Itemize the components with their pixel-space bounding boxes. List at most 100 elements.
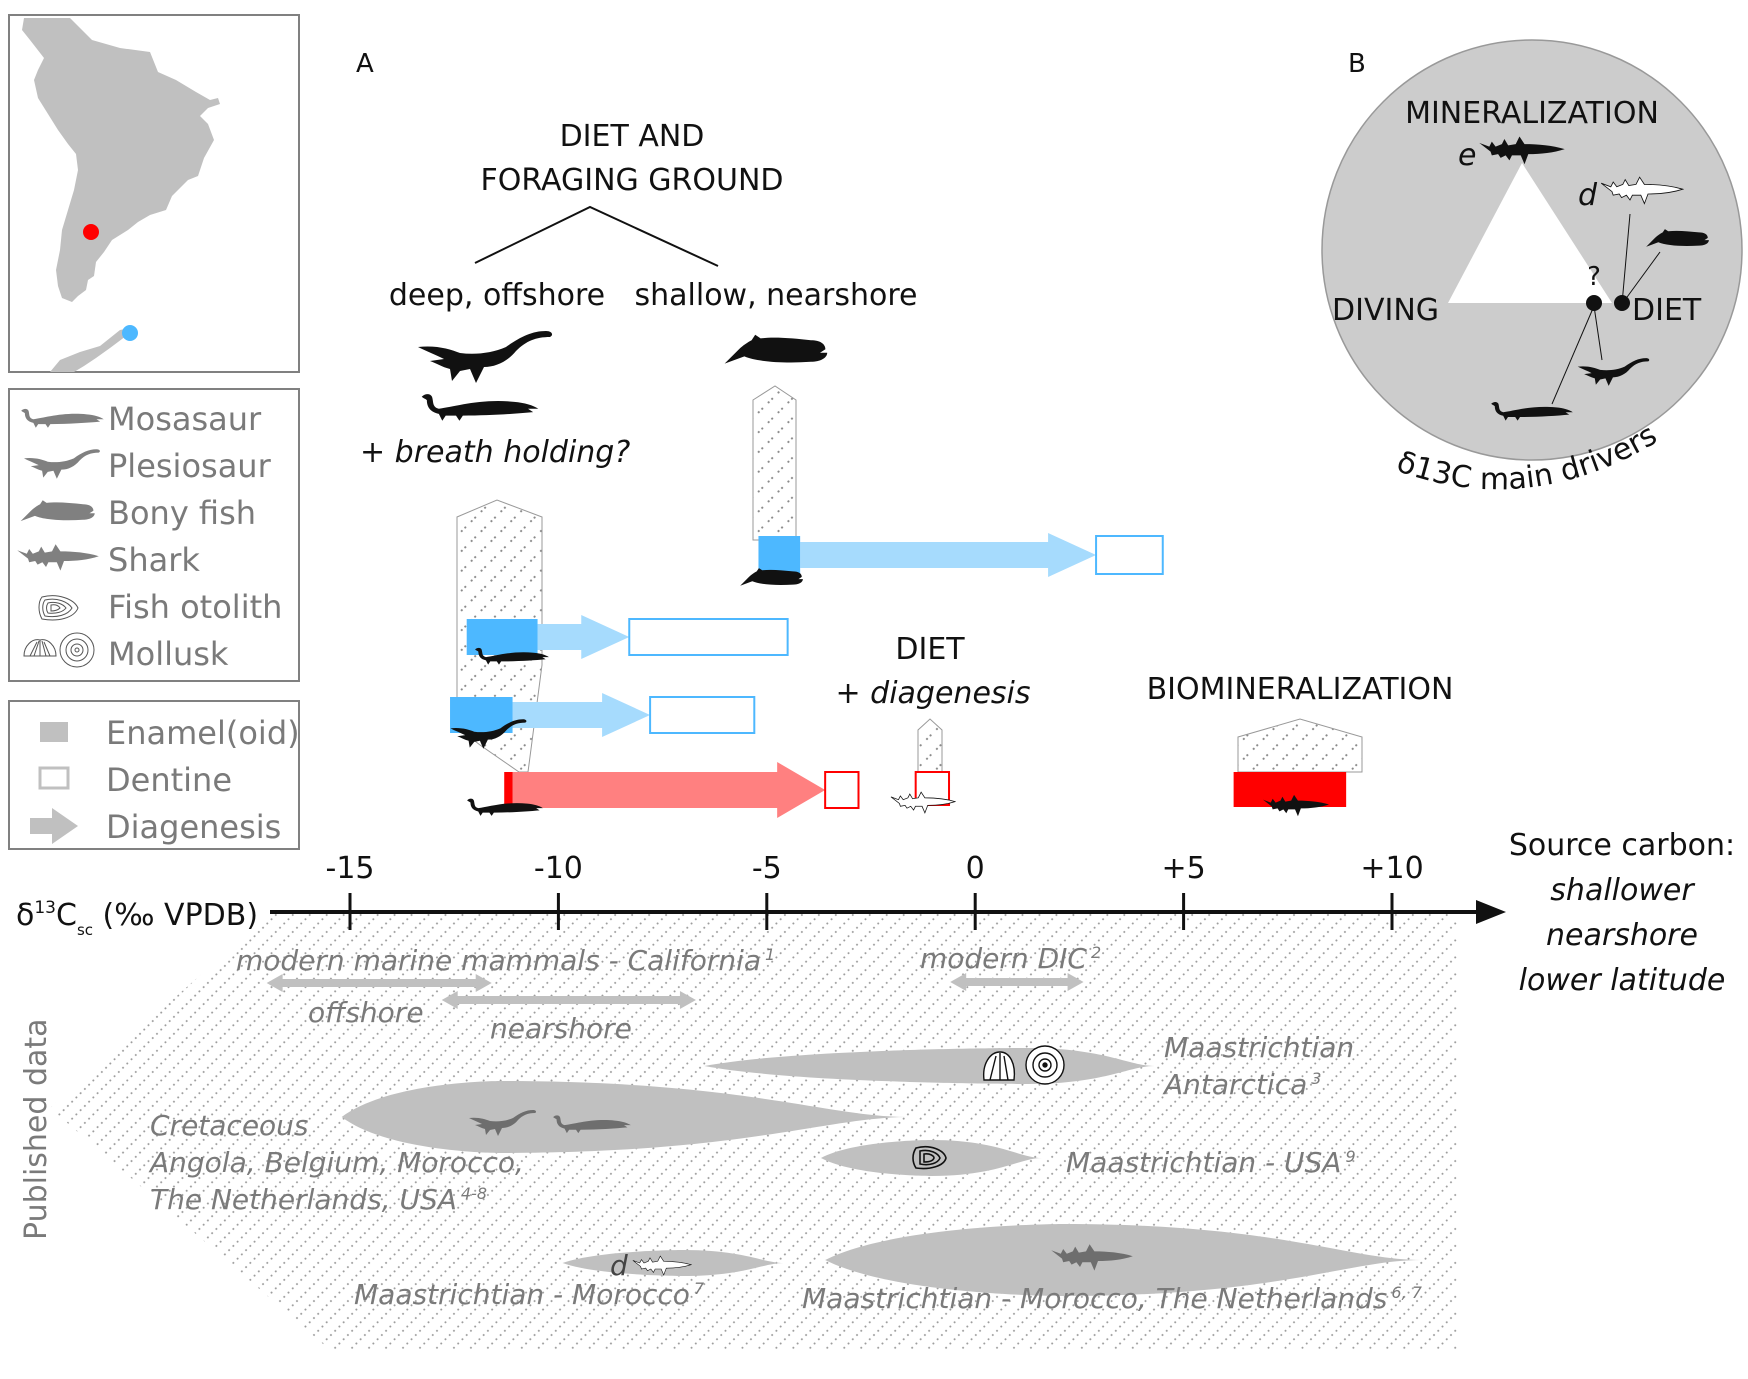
published-data-label: Published data: [19, 1018, 54, 1240]
dentine-box[interactable]: [1095, 535, 1164, 575]
legend-tissue: Enamel(oid) Dentine Diagenesis: [8, 700, 300, 850]
range-morocco-netherlands[interactable]: [825, 1224, 1422, 1296]
shark-e-column: [1237, 718, 1363, 773]
cretaceous-label-2: Angola, Belgium, Morocco,: [148, 1146, 524, 1179]
antarctica-label-1: Maastrichtian: [1164, 1031, 1354, 1064]
filled-square-icon: [40, 722, 68, 742]
mollusk-icon: [983, 1045, 1065, 1085]
link-line: [1551, 305, 1595, 405]
diet-label: DIET: [895, 632, 965, 667]
enamel-box[interactable]: [758, 536, 801, 574]
cretaceous-label-1: Cretaceous: [150, 1109, 309, 1142]
diagenesis-arrow: [537, 615, 630, 659]
drivers-triangle: [1448, 163, 1612, 303]
source-nearshore: nearshore: [1546, 918, 1698, 953]
legend-label-enamel: Enamel(oid): [106, 714, 300, 752]
driver-diving: DIVING: [1332, 293, 1439, 328]
enamel-box[interactable]: [450, 697, 513, 733]
diet-diagenesis-label: + diagenesis: [836, 676, 1031, 711]
morocco-nl-label: Maastrichtian - Morocco, The Netherlands…: [802, 1282, 1423, 1315]
axis-tick-label: -5: [752, 851, 782, 886]
diagenesis-arrow: [512, 693, 651, 737]
source-carbon-title: Source carbon:: [1509, 828, 1735, 863]
axis-arrowhead: [1476, 900, 1506, 924]
otolith-icon: [38, 595, 79, 621]
branch-shallow-nearshore: shallow, nearshore: [635, 278, 918, 313]
legend-taxa: Mosasaur Plesiosaur Bony fish Shark Fish…: [8, 388, 300, 682]
diagenesis-arrow: [800, 533, 1097, 577]
link-line: [1593, 305, 1603, 361]
branch-lines: [474, 205, 719, 267]
legend-label-bony-fish: Bony fish: [108, 494, 256, 532]
d-mark: d: [1578, 178, 1598, 213]
antarctic-peninsula: [50, 328, 130, 372]
map-inset: [8, 14, 300, 373]
marine-reptile-point[interactable]: [1586, 295, 1602, 311]
range-cretaceous[interactable]: [341, 1081, 909, 1153]
axis-tick-label: -15: [326, 851, 375, 886]
d-mark: d: [610, 1249, 628, 1282]
panel-b: B MINERALIZATION DIVING DIET e d ? δ13C …: [1321, 39, 1743, 497]
dic-range-arrow: [950, 973, 1084, 991]
arrow-icon: [30, 808, 78, 844]
legend-label-diagenesis: Diagenesis: [106, 808, 281, 846]
axis-label: δ13Csc (‰ VPDB): [16, 898, 258, 939]
otolith-icon: [912, 1145, 947, 1170]
legend-label-dentine: Dentine: [106, 761, 232, 799]
link-line: [1621, 251, 1661, 305]
source-lower-latitude: lower latitude: [1519, 963, 1726, 998]
legend-label-shark: Shark: [108, 541, 200, 579]
empty-square-icon: [38, 766, 70, 790]
nearshore-label: nearshore: [490, 1012, 632, 1045]
branch-deep-offshore: deep, offshore: [389, 278, 605, 313]
e-mark: e: [1458, 138, 1476, 173]
range-usa[interactable]: [820, 1140, 1042, 1176]
legend-label-plesiosaur: Plesiosaur: [108, 447, 272, 485]
axis-tick-label: +5: [1161, 851, 1205, 886]
axis-tick-label: 0: [966, 851, 985, 886]
offshore-label: offshore: [308, 996, 424, 1029]
breath-holding-note: + breath holding?: [360, 435, 630, 470]
plesiosaur-icon: [418, 331, 553, 383]
nearshore-column: [752, 385, 797, 541]
specimen-marks: [450, 533, 1347, 818]
dentine-box[interactable]: [628, 618, 789, 656]
fish-point[interactable]: [1614, 295, 1630, 311]
mosasaur-icon: [421, 394, 539, 421]
south-america-landmass: [22, 18, 220, 302]
axis-tick-label: +10: [1360, 851, 1423, 886]
legend-label-otolith: Fish otolith: [108, 588, 282, 626]
site-marker-argentina[interactable]: [83, 224, 99, 240]
diagenesis-arrow: [512, 762, 826, 818]
driver-diet: DIET: [1632, 293, 1702, 328]
axis-tick-label: -10: [534, 851, 583, 886]
link-line: [1621, 213, 1631, 305]
question-mark: ?: [1587, 262, 1601, 292]
bony-fish-icon: [722, 334, 828, 364]
panel-b-label: B: [1348, 49, 1366, 79]
offshore-range-arrow: [266, 974, 492, 992]
enamel-box[interactable]: [504, 772, 513, 808]
legend-label-mosasaur: Mosasaur: [108, 400, 262, 438]
mollusk-icon: [23, 632, 95, 668]
site-marker-antarctica[interactable]: [122, 325, 138, 341]
dentine-box[interactable]: [649, 696, 756, 734]
driver-mineralization: MINERALIZATION: [1405, 96, 1659, 131]
heading-diet-and: DIET AND: [560, 119, 705, 154]
biomineralization-label: BIOMINERALIZATION: [1147, 672, 1454, 707]
shark-d-column: [917, 718, 943, 773]
x-axis: -15 -10 -5 0 +5 +10: [270, 851, 1506, 930]
legend-label-mollusk: Mollusk: [108, 635, 229, 673]
dentine-box[interactable]: [824, 771, 860, 809]
legend-taxa-frame: [8, 388, 300, 682]
panel-a-label: A: [356, 49, 374, 79]
heading-foraging-ground: FORAGING GROUND: [480, 163, 783, 198]
nearshore-range-arrow: [441, 991, 696, 1009]
